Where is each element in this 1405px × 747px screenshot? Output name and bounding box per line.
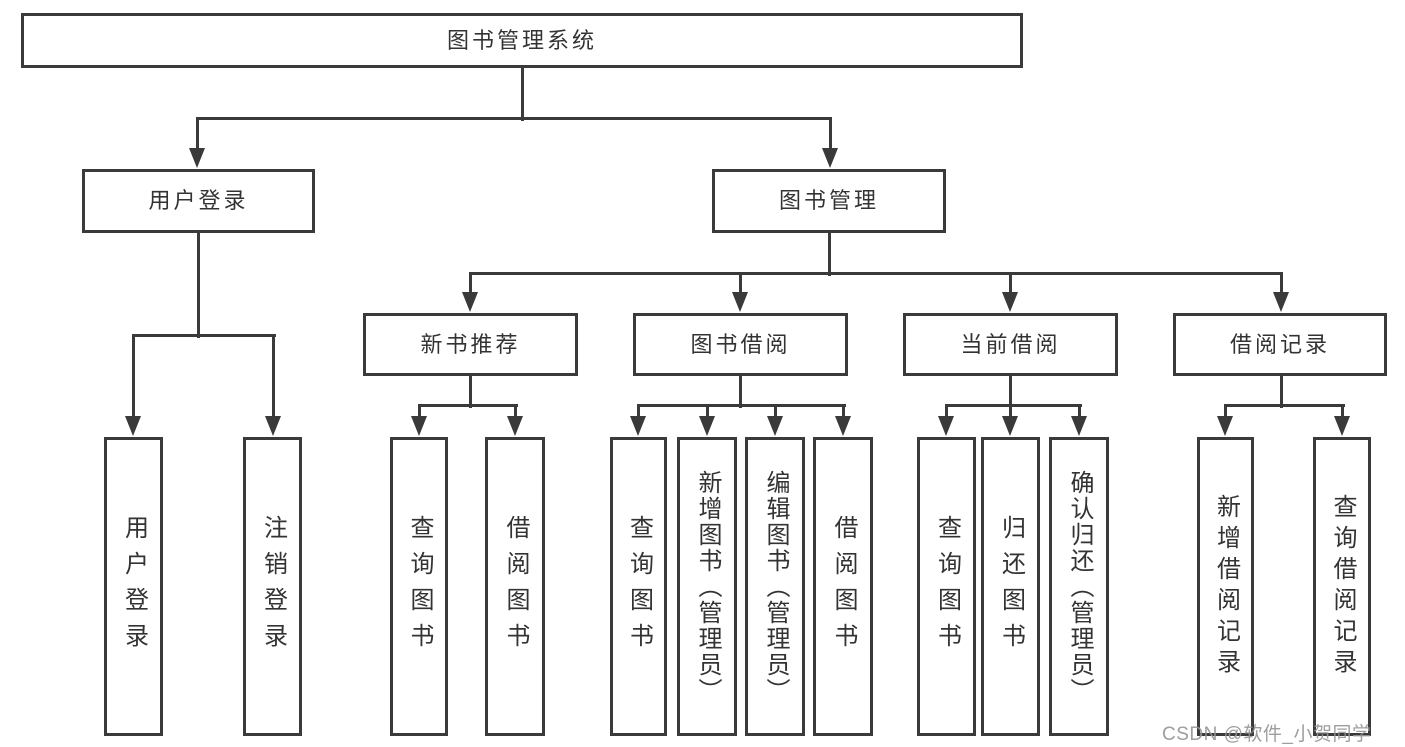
connector-stem bbox=[1279, 376, 1283, 408]
leaf-query-books-recommend: 查询图书 bbox=[390, 437, 448, 736]
watermark: CSDN @软件_小贺同学 bbox=[1162, 724, 1372, 745]
leaf-add-book-admin: 新增图书（管理员） bbox=[677, 437, 737, 736]
connector-drop bbox=[131, 335, 135, 420]
arrow-down-icon bbox=[411, 416, 427, 436]
arrow-down-icon bbox=[189, 148, 205, 168]
connector-drop bbox=[1008, 405, 1012, 420]
node-label: 用户登录 bbox=[148, 188, 249, 213]
connector-drop bbox=[828, 118, 832, 152]
leaf-label: 查询借阅记录 bbox=[1329, 493, 1356, 680]
connector-stem bbox=[1008, 376, 1012, 408]
arrow-down-icon bbox=[1002, 292, 1018, 312]
leaf-label: 新增借阅记录 bbox=[1212, 493, 1240, 680]
connector-stem bbox=[520, 68, 524, 121]
connector-drop bbox=[1008, 273, 1012, 296]
connector-drop bbox=[1340, 405, 1344, 420]
connector-drop bbox=[1077, 405, 1081, 420]
connector-drop bbox=[841, 405, 845, 420]
arrow-down-icon bbox=[462, 292, 478, 312]
leaf-user-login: 用户登录 bbox=[104, 437, 163, 736]
leaf-label: 确认归还（管理员） bbox=[1066, 469, 1093, 704]
arrow-down-icon bbox=[125, 416, 141, 436]
connector-bar bbox=[944, 403, 1082, 407]
arrow-down-icon bbox=[822, 148, 838, 168]
connector-bar bbox=[468, 271, 1283, 275]
connector-drop bbox=[468, 273, 472, 296]
node-label: 图书管理系统 bbox=[446, 27, 597, 53]
leaf-edit-book-admin: 编辑图书（管理员） bbox=[745, 437, 805, 736]
arrow-down-icon bbox=[265, 416, 281, 436]
leaf-query-borrow-record: 查询借阅记录 bbox=[1313, 437, 1371, 736]
connector-drop bbox=[513, 405, 517, 420]
leaf-borrow-books: 借阅图书 bbox=[813, 437, 873, 736]
connector-drop bbox=[773, 405, 777, 420]
node-label: 借阅记录 bbox=[1229, 331, 1330, 357]
connector-bar bbox=[417, 403, 518, 407]
connector-drop bbox=[636, 405, 640, 420]
leaf-query-books-borrowing: 查询图书 bbox=[610, 437, 667, 736]
leaf-label: 查询图书 bbox=[625, 514, 653, 659]
leaf-label: 编辑图书（管理员） bbox=[762, 469, 789, 704]
leaf-label: 归还图书 bbox=[997, 514, 1025, 659]
node-new-book-recommend: 新书推荐 bbox=[363, 313, 578, 376]
connector-bar bbox=[636, 403, 846, 407]
connector-stem bbox=[468, 376, 472, 408]
connector-drop bbox=[705, 405, 709, 420]
leaf-label: 查询图书 bbox=[406, 514, 433, 659]
leaf-label: 借阅图书 bbox=[830, 514, 857, 659]
node-label: 图书借阅 bbox=[690, 331, 791, 357]
arrow-down-icon bbox=[1002, 416, 1018, 436]
connector-drop bbox=[1223, 405, 1227, 420]
leaf-return-books: 归还图书 bbox=[981, 437, 1040, 736]
arrow-down-icon bbox=[507, 416, 523, 436]
connector-stem bbox=[738, 376, 742, 408]
connector-drop bbox=[738, 273, 742, 296]
node-label: 当前借阅 bbox=[960, 331, 1061, 357]
node-label: 图书管理 bbox=[778, 188, 879, 213]
connector-drop bbox=[944, 405, 948, 420]
node-user-login: 用户登录 bbox=[82, 169, 315, 233]
leaf-label: 查询图书 bbox=[933, 514, 961, 659]
leaf-confirm-return-admin: 确认归还（管理员） bbox=[1049, 437, 1109, 736]
connector-drop bbox=[195, 118, 199, 152]
node-label: 新书推荐 bbox=[420, 331, 521, 357]
node-current-borrowing: 当前借阅 bbox=[903, 313, 1118, 376]
leaf-query-books-current: 查询图书 bbox=[917, 437, 976, 736]
connector-stem bbox=[827, 233, 831, 276]
arrow-down-icon bbox=[1273, 292, 1289, 312]
connector-bar bbox=[1223, 403, 1345, 407]
arrow-down-icon bbox=[835, 416, 851, 436]
node-book-borrowing: 图书借阅 bbox=[633, 313, 848, 376]
arrow-down-icon bbox=[938, 416, 954, 436]
connector-stem bbox=[196, 233, 200, 338]
leaf-label: 借阅图书 bbox=[502, 514, 529, 659]
arrow-down-icon bbox=[630, 416, 646, 436]
node-book-management: 图书管理 bbox=[712, 169, 946, 233]
leaf-label: 用户登录 bbox=[120, 514, 148, 659]
arrow-down-icon bbox=[1071, 416, 1087, 436]
leaf-label: 新增图书（管理员） bbox=[694, 469, 721, 704]
node-borrowing-records: 借阅记录 bbox=[1173, 313, 1387, 376]
connector-drop bbox=[271, 335, 275, 420]
arrow-down-icon bbox=[1217, 416, 1233, 436]
connector-drop bbox=[417, 405, 421, 420]
connector-bar bbox=[195, 116, 832, 120]
connector-drop bbox=[1279, 273, 1283, 296]
leaf-logout: 注销登录 bbox=[243, 437, 302, 736]
arrow-down-icon bbox=[732, 292, 748, 312]
node-library-system: 图书管理系统 bbox=[21, 13, 1023, 68]
arrow-down-icon bbox=[767, 416, 783, 436]
arrow-down-icon bbox=[699, 416, 715, 436]
leaf-add-borrow-record: 新增借阅记录 bbox=[1197, 437, 1254, 736]
connector-bar bbox=[131, 333, 276, 337]
leaf-label: 注销登录 bbox=[259, 514, 287, 659]
arrow-down-icon bbox=[1334, 416, 1350, 436]
leaf-borrow-books-recommend: 借阅图书 bbox=[485, 437, 545, 736]
